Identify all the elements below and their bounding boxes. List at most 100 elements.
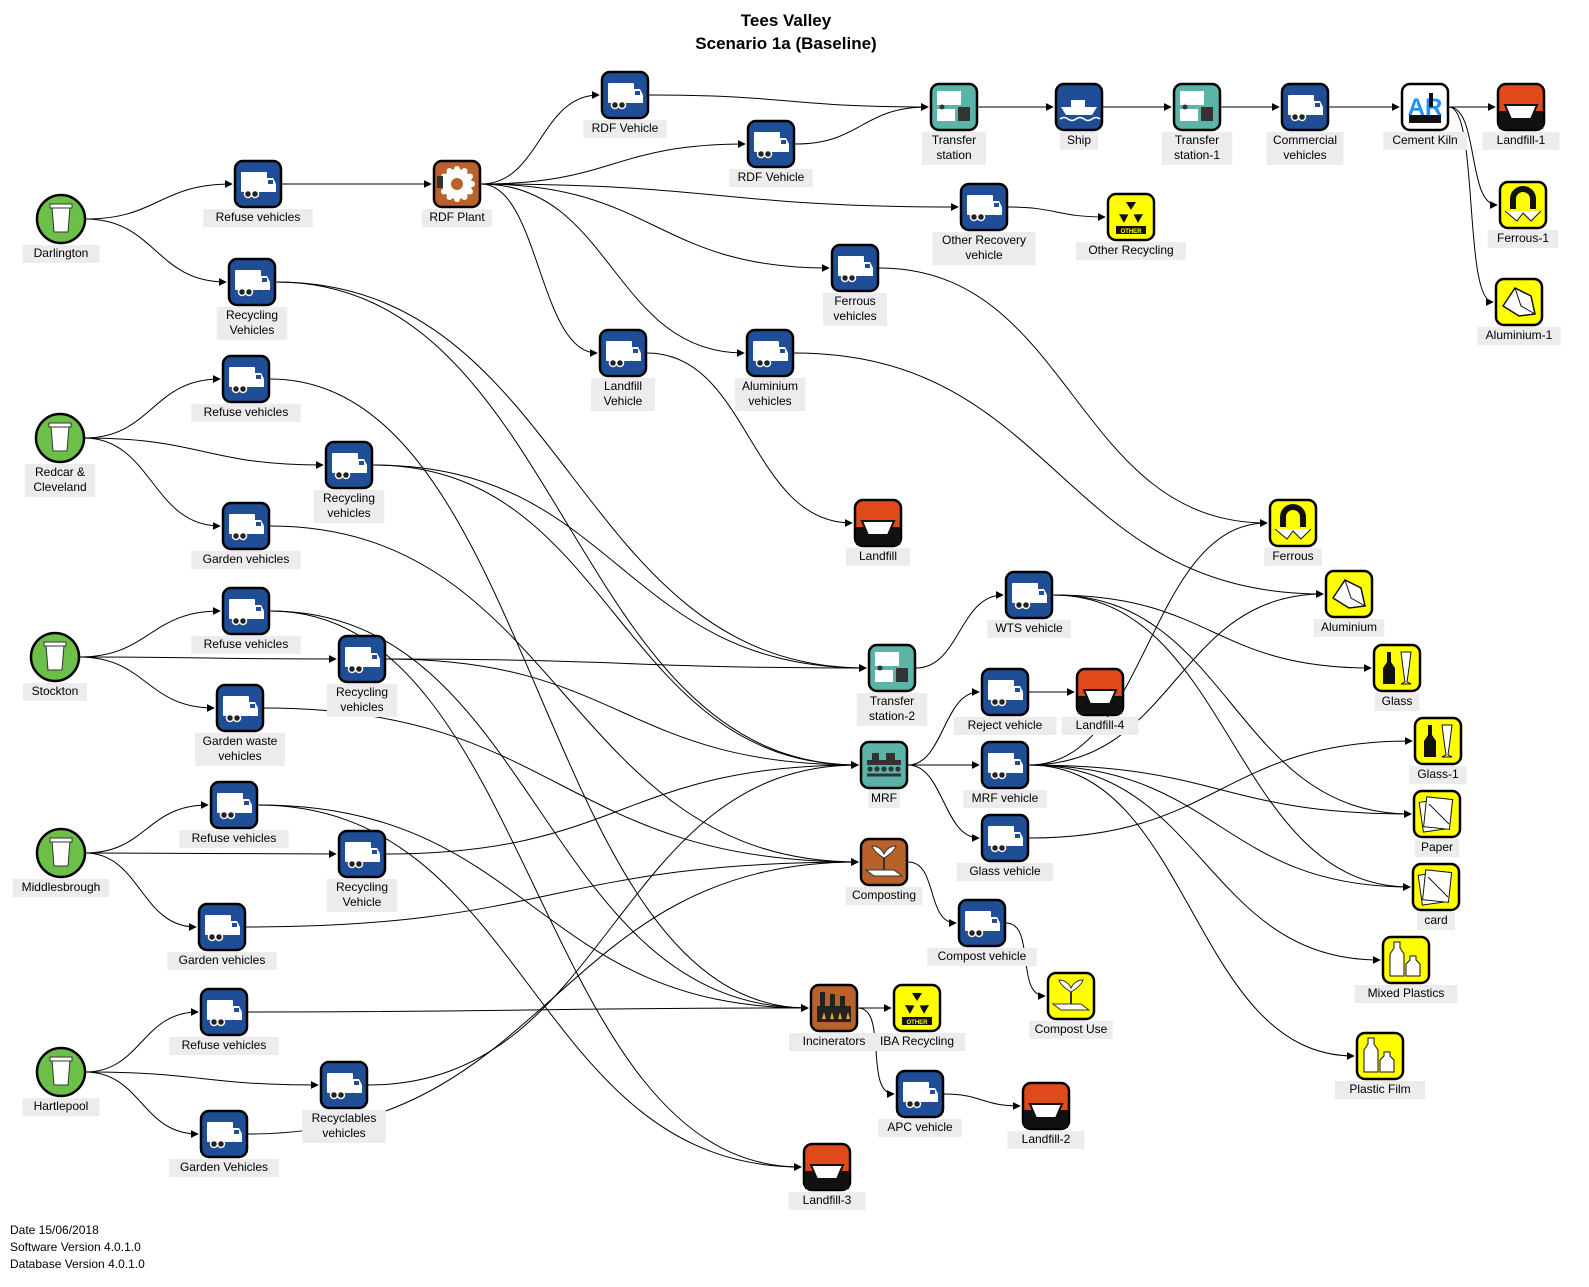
node-mixed_plastics[interactable]: Mixed Plastics bbox=[1354, 935, 1458, 1003]
node-landfill2[interactable]: Landfill-2 bbox=[1007, 1081, 1085, 1149]
node-stockton[interactable]: Stockton bbox=[23, 631, 87, 701]
node-box bbox=[929, 82, 979, 132]
node-glass_v[interactable]: Glass vehicle bbox=[956, 813, 1054, 881]
node-label-background bbox=[583, 120, 667, 138]
node-label-background bbox=[1266, 132, 1344, 165]
node-compost_use[interactable]: Compost Use bbox=[1029, 971, 1113, 1039]
truck-icon bbox=[967, 195, 1002, 222]
node-label-background bbox=[1354, 985, 1458, 1003]
node-label: vehicles bbox=[322, 1126, 365, 1140]
node-label-background bbox=[789, 1033, 879, 1051]
node-label: vehicles bbox=[833, 309, 876, 323]
edge-m_refuse-to-landfill3 bbox=[257, 804, 802, 1171]
node-label-background bbox=[953, 717, 1057, 735]
node-plastic_film[interactable]: Plastic Film bbox=[1335, 1031, 1425, 1099]
node-compost_v[interactable]: Compost vehicle bbox=[927, 898, 1037, 966]
node-landfill4[interactable]: Landfill-4 bbox=[1061, 667, 1139, 735]
node-glass[interactable]: Glass bbox=[1372, 643, 1422, 711]
node-label: Plastic Film bbox=[1349, 1082, 1410, 1096]
node-r_garden[interactable]: Garden vehicles bbox=[191, 501, 301, 569]
node-label: Aluminium bbox=[742, 379, 798, 393]
node-apc_v[interactable]: APC vehicle bbox=[878, 1069, 962, 1137]
node-label-background bbox=[167, 952, 277, 970]
node-reject_v[interactable]: Reject vehicle bbox=[953, 667, 1057, 735]
node-mrf[interactable]: MRF bbox=[859, 740, 909, 808]
edge-m_refuse-to-incinerators bbox=[257, 804, 809, 1012]
node-rdf_v1[interactable]: RDF Vehicle bbox=[583, 70, 667, 138]
node-rdf_v2[interactable]: RDF Vehicle bbox=[729, 119, 813, 187]
node-middlesbrough[interactable]: Middlesbrough bbox=[12, 827, 110, 897]
edge-d_recyc-to-transfer2 bbox=[275, 281, 867, 672]
edge-rdf_plant-to-rdf_v2 bbox=[480, 140, 746, 185]
node-wts_v[interactable]: WTS vehicle bbox=[987, 570, 1071, 638]
node-label-background bbox=[191, 551, 301, 569]
node-label: Recyclables bbox=[312, 1111, 377, 1125]
node-landfill[interactable]: Landfill bbox=[846, 498, 910, 566]
node-redcar[interactable]: Redcar &Cleveland bbox=[24, 412, 96, 497]
node-h_refuse[interactable]: Refuse vehicles bbox=[169, 987, 279, 1055]
node-paper[interactable]: Paper bbox=[1412, 789, 1462, 857]
node-landfill3[interactable]: Landfill-3 bbox=[788, 1142, 866, 1210]
node-s_refuse[interactable]: Refuse vehicles bbox=[191, 586, 301, 654]
node-label: Garden vehicles bbox=[179, 953, 266, 967]
node-composting[interactable]: Composting bbox=[845, 837, 923, 905]
node-label: Ferrous-1 bbox=[1497, 231, 1549, 245]
truck-icon bbox=[754, 132, 789, 159]
node-label-background bbox=[216, 307, 288, 340]
bin-icon bbox=[48, 422, 72, 452]
compost-plant-icon bbox=[1051, 979, 1091, 1011]
node-rdf_plant[interactable]: RDF Plant bbox=[421, 159, 493, 227]
node-aluminium[interactable]: Aluminium bbox=[1313, 569, 1385, 637]
can-icon bbox=[1331, 579, 1366, 609]
node-label: Redcar & bbox=[35, 465, 85, 479]
node-darlington[interactable]: Darlington bbox=[22, 193, 100, 263]
node-card[interactable]: card bbox=[1411, 862, 1461, 930]
node-ship[interactable]: Ship bbox=[1054, 82, 1104, 150]
node-hartlepool[interactable]: Hartlepool bbox=[22, 1046, 100, 1116]
node-glass1[interactable]: Glass-1 bbox=[1409, 716, 1467, 784]
node-label: MRF vehicle bbox=[972, 791, 1039, 805]
node-label-background bbox=[927, 948, 1037, 966]
node-mrf_v[interactable]: MRF vehicle bbox=[963, 740, 1047, 808]
node-label-background bbox=[963, 790, 1047, 808]
node-label: Landfill-4 bbox=[1076, 718, 1125, 732]
node-label-background bbox=[1477, 327, 1561, 345]
node-r_refuse[interactable]: Refuse vehicles bbox=[191, 354, 301, 422]
edge-hartlepool-to-h_recyc bbox=[84, 1071, 319, 1089]
node-m_refuse[interactable]: Refuse vehicles bbox=[179, 780, 289, 848]
node-incinerators[interactable]: Incinerators bbox=[789, 983, 879, 1051]
node-label-background bbox=[22, 1098, 100, 1116]
node-ferrous[interactable]: Ferrous bbox=[1264, 498, 1322, 566]
node-label-background bbox=[856, 693, 928, 726]
node-label: MRF bbox=[871, 791, 897, 805]
node-label: Reject vehicle bbox=[968, 718, 1043, 732]
node-landfill1[interactable]: Landfill-1 bbox=[1482, 82, 1560, 150]
edge-stockton-to-s_recyc bbox=[78, 654, 337, 663]
node-aluminium1[interactable]: Aluminium-1 bbox=[1477, 277, 1561, 345]
node-label-background bbox=[1264, 548, 1322, 566]
truck-icon bbox=[753, 341, 788, 368]
node-label-background bbox=[421, 209, 493, 227]
node-m_garden[interactable]: Garden vehicles bbox=[167, 902, 277, 970]
node-ferrous1[interactable]: Ferrous-1 bbox=[1487, 180, 1559, 248]
node-h_garden[interactable]: Garden Vehicles bbox=[169, 1109, 279, 1177]
node-d_refuse[interactable]: Refuse vehicles bbox=[203, 159, 313, 227]
node-label: Recycling bbox=[323, 491, 375, 505]
